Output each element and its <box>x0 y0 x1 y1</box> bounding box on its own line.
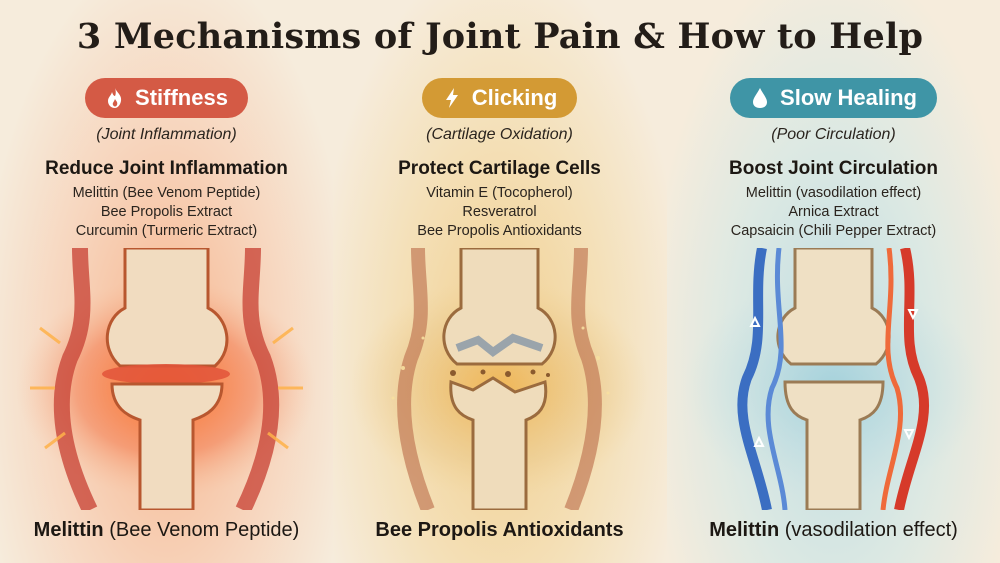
key-ingredient-caption: Melittin (Bee Venom Peptide) <box>0 519 333 542</box>
flame-icon <box>108 88 122 108</box>
caption-rest: (vasodilation effect) <box>779 519 958 541</box>
badge-label: Stiffness <box>135 85 228 110</box>
remedy-heading: Boost Joint Circulation <box>729 158 938 179</box>
inflamed-knee-illustration <box>0 248 333 510</box>
ingredient-item: Arnica Extract <box>788 204 879 220</box>
ingredient-list: Melittin (Bee Venom Peptide) Bee Propoli… <box>0 184 333 241</box>
badge-stiffness: Stiffness <box>85 78 248 118</box>
remedy-heading: Protect Cartilage Cells <box>398 158 601 179</box>
water-drop-icon <box>753 88 768 108</box>
badge-label: Clicking <box>471 85 558 110</box>
lightning-icon <box>445 88 458 108</box>
column-slow-healing: Slow Healing (Poor Circulation) Boost Jo… <box>667 78 1000 241</box>
ingredient-item: Capsaicin (Chili Pepper Extract) <box>730 223 937 239</box>
ingredient-item: Resveratrol <box>462 204 537 220</box>
ingredient-list: Melittin (vasodilation effect) Arnica Ex… <box>667 184 1000 241</box>
badge-label: Slow Healing <box>780 85 917 110</box>
cracked-cartilage-knee-illustration <box>333 248 666 510</box>
mechanism-subtitle: (Poor Circulation) <box>771 126 896 143</box>
ingredient-item: Melittin (vasodilation effect) <box>745 185 922 201</box>
page-title: 3 Mechanisms of Joint Pain & How to Help <box>76 16 924 57</box>
ingredient-item: Bee Propolis Extract <box>100 204 233 220</box>
mechanism-subtitle: (Joint Inflammation) <box>96 126 237 143</box>
ingredient-item: Curcumin (Turmeric Extract) <box>75 223 258 239</box>
column-clicking: Clicking (Cartilage Oxidation) Protect C… <box>333 78 666 241</box>
key-ingredient-caption: Melittin (vasodilation effect) <box>667 519 1000 542</box>
badge-clicking: Clicking <box>421 78 578 118</box>
column-stiffness: Stiffness (Joint Inflammation) Reduce Jo… <box>0 78 333 241</box>
remedy-heading: Reduce Joint Inflammation <box>45 158 288 179</box>
circulation-knee-illustration <box>667 248 1000 510</box>
ingredient-item: Melittin (Bee Venom Peptide) <box>72 185 261 201</box>
key-ingredient-caption: Bee Propolis Antioxidants <box>333 519 666 542</box>
caption-bold: Melittin <box>33 519 104 541</box>
caption-bold: Melittin <box>709 519 780 541</box>
caption-bold: Bee Propolis Antioxidants <box>375 519 624 541</box>
badge-slow-healing: Slow Healing <box>730 78 937 118</box>
caption-rest: (Bee Venom Peptide) <box>103 519 300 541</box>
ingredient-list: Vitamin E (Tocopherol) Resveratrol Bee P… <box>333 184 666 241</box>
ingredient-item: Bee Propolis Antioxidants <box>417 223 582 239</box>
mechanism-subtitle: (Cartilage Oxidation) <box>426 126 573 143</box>
ingredient-item: Vitamin E (Tocopherol) <box>426 185 573 201</box>
